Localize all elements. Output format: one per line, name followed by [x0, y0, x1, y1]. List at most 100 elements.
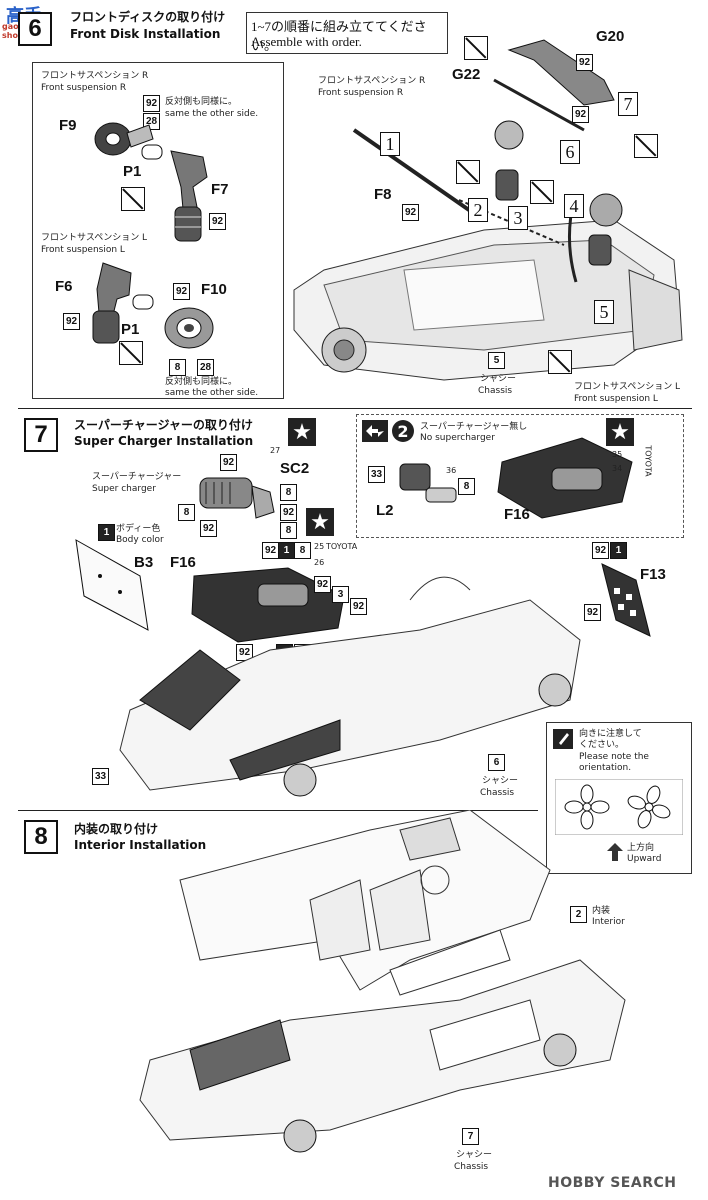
upward-en: Upward	[627, 854, 662, 864]
code-8: 8	[458, 478, 475, 495]
assembly-order-note: 1~7の順番に組み立ててください。 Assemble with order.	[246, 12, 448, 54]
note-jp: 1~7の順番に組み立ててください。	[251, 19, 427, 53]
order-1: 1	[380, 132, 400, 156]
divider	[18, 810, 538, 811]
supercharger-drawing	[199, 477, 275, 519]
sleeve-p1-drawing	[132, 294, 154, 310]
code-1: 1	[610, 542, 627, 559]
chassis-label-en: Chassis	[478, 386, 513, 396]
f16-alt-drawing	[497, 437, 633, 519]
part-f9: F9	[59, 117, 77, 134]
cut-mark	[634, 134, 658, 158]
orient-jp-2: ください。	[579, 740, 625, 750]
option-star-icon: ★	[288, 418, 316, 446]
step8-title-en: Interior Installation	[74, 838, 207, 852]
part-f6: F6	[55, 278, 73, 295]
part-g20: G20	[596, 28, 625, 45]
code-92: 92	[592, 542, 609, 559]
code-25: 25	[314, 542, 325, 551]
main-r-label-en: Front suspension R	[318, 88, 404, 98]
code-1: 1	[278, 542, 295, 559]
code-92: 92	[262, 542, 279, 559]
part-f8: F8	[374, 186, 392, 203]
step6-title-jp: フロントディスクの取り付け	[70, 10, 226, 24]
upward-arrow-icon	[607, 843, 623, 861]
orient-en-1: Please note the	[579, 752, 649, 762]
order-7: 7	[618, 92, 638, 116]
code-34: 34	[612, 464, 623, 473]
body-color-en: Body color	[116, 535, 164, 545]
order-2: 2	[468, 198, 488, 222]
inset-l-label-jp: フロントサスペンション L	[41, 233, 148, 243]
same-side-jp: 反対側も同様に。	[165, 97, 238, 107]
brake-disc-l-drawing	[164, 307, 214, 349]
code-35: 35	[612, 450, 623, 459]
sc-label-en: Super charger	[92, 484, 156, 494]
code-26: 26	[314, 558, 325, 567]
code-92: 92	[572, 106, 589, 123]
step8-title-jp: 内装の取り付け	[74, 822, 159, 836]
inset-r-label-en: Front suspension R	[41, 83, 127, 93]
sc-label-jp: スーパーチャージャー	[92, 472, 182, 482]
brake-disc-r-drawing	[94, 122, 154, 156]
main-l-label-en: Front suspension L	[574, 394, 658, 404]
b3-panel-drawing	[75, 539, 149, 631]
chassis-label-jp: シャシー	[480, 374, 517, 384]
main-l-label-jp: フロントサスペンション L	[574, 382, 681, 392]
code-36: 36	[446, 466, 457, 475]
code-8: 8	[280, 522, 297, 539]
suspension-inset-panel: フロントサスペンション R Front suspension R 92 28 反…	[32, 62, 284, 399]
f16-panel-drawing	[191, 567, 345, 643]
step7-number: 7	[24, 418, 58, 452]
strut-l-drawing	[92, 262, 132, 344]
f13-plate-drawing	[601, 563, 651, 637]
code-92: 92	[173, 283, 190, 300]
strut-r-drawing	[170, 150, 208, 242]
part-b3: B3	[134, 554, 154, 571]
code-33: 33	[368, 466, 385, 483]
cut-mark	[456, 160, 480, 184]
part-f7: F7	[211, 181, 229, 198]
part-f16-alt: F16	[504, 506, 530, 523]
code-92: 92	[280, 504, 297, 521]
code-8: 8	[294, 542, 311, 559]
same-side-en: same the other side.	[165, 109, 259, 119]
divider	[18, 408, 692, 409]
code-92: 92	[143, 95, 160, 112]
step6-title-en: Front Disk Installation	[70, 27, 221, 41]
code-92: 92	[576, 54, 593, 71]
orient-jp-1: 向きに注意して	[579, 729, 642, 739]
no-sc-en: No supercharger	[420, 433, 495, 443]
same-side-en: same the other side.	[165, 388, 259, 398]
chassis-label-jp: シャシー	[456, 1150, 493, 1160]
interior-tub-drawing	[179, 810, 551, 996]
order-6: 6	[560, 140, 580, 164]
cut-mark	[119, 341, 143, 365]
step8-number: 8	[24, 820, 58, 854]
note-en: Assemble with order.	[251, 34, 362, 49]
interior-label-jp: 内装	[592, 906, 611, 916]
chassis-label-en: Chassis	[480, 788, 515, 798]
code-92: 92	[402, 204, 419, 221]
code-1: 1	[98, 524, 115, 541]
code-28: 28	[197, 359, 214, 376]
main-r-label-jp: フロントサスペンション R	[318, 76, 426, 86]
code-8: 8	[280, 484, 297, 501]
code-8: 8	[169, 359, 186, 376]
chassis-number: 6	[488, 754, 505, 771]
code-27: 27	[270, 446, 281, 455]
part-l2: L2	[376, 502, 394, 519]
step7-title-en: Super Charger Installation	[74, 434, 254, 448]
interior-label-en: Interior	[592, 917, 625, 927]
inset-r-label-jp: フロントサスペンション R	[41, 71, 149, 81]
code-92: 92	[63, 313, 80, 330]
cut-mark	[121, 187, 145, 211]
code-33: 33	[92, 768, 109, 785]
brand-label: TOYOTA	[643, 445, 653, 477]
step7-chassis-drawing	[119, 576, 581, 797]
alt-number-badge: 2	[392, 420, 414, 442]
code-3: 3	[332, 586, 349, 603]
order-3: 3	[508, 206, 528, 230]
chassis-number: 7	[462, 1128, 479, 1145]
brand-label: TOYOTA	[326, 542, 358, 551]
